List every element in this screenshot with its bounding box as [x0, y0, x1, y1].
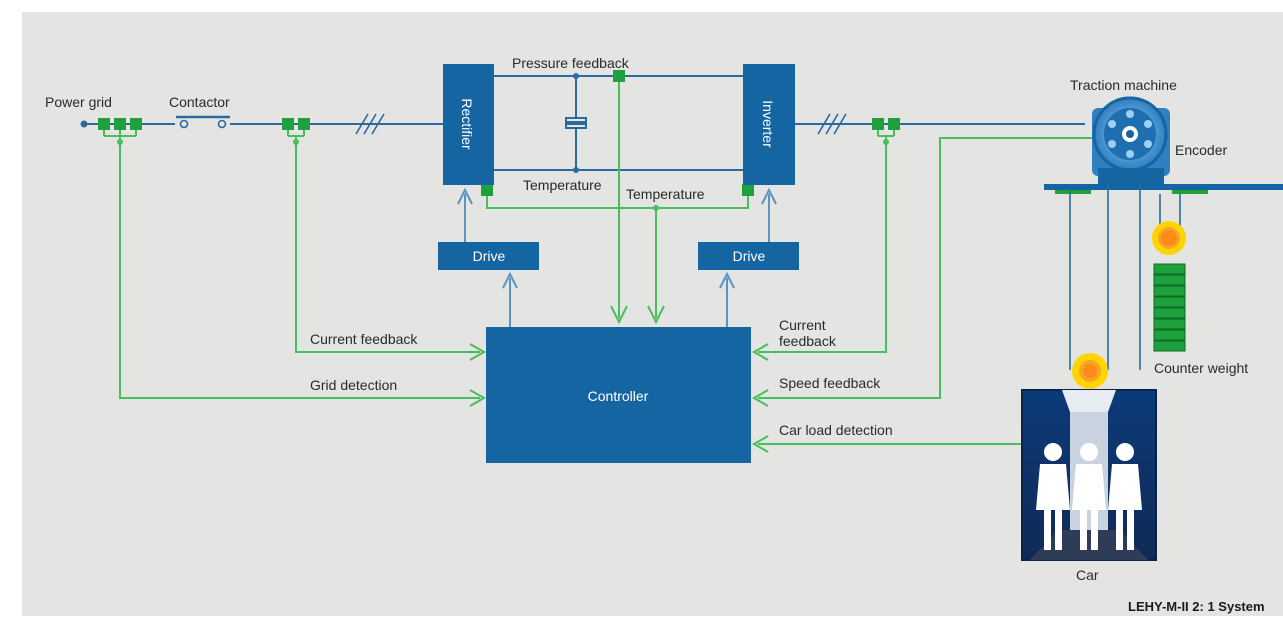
elevator-car-icon [1021, 389, 1157, 561]
power-grid-terminal [80, 120, 88, 128]
counterweight-pulley-icon [1152, 221, 1186, 255]
controller-label: Controller [588, 388, 649, 404]
drive-label-right: Drive [733, 248, 766, 264]
contactor-icon [176, 115, 230, 129]
traction-machine-label: Traction machine [1070, 77, 1177, 93]
drive-block-left [438, 242, 539, 270]
power-grid-label: Power grid [45, 94, 112, 110]
three-phase-mark-right [817, 113, 847, 135]
drive-label-left: Drive [473, 248, 506, 264]
temperature-label-left: Temperature [523, 177, 602, 193]
rectifier-label: Rectifier [459, 98, 475, 150]
sensor-blocks [98, 70, 900, 196]
current-feedback-label-right-1: Current [779, 317, 826, 333]
pressure-feedback-label: Pressure feedback [512, 55, 630, 71]
speed-feedback-label: Speed feedback [779, 375, 881, 391]
traction-machine-icon [1092, 96, 1170, 184]
grid-detection-label: Grid detection [310, 377, 397, 393]
current-feedback-label-left: Current feedback [310, 331, 418, 347]
capacitor-icon [565, 117, 587, 129]
signal-lines [103, 82, 1108, 445]
encoder-label: Encoder [1175, 142, 1227, 158]
current-feedback-label-right-2: feedback [779, 333, 837, 349]
inverter-block [743, 64, 795, 185]
counterweight-icon [1153, 263, 1186, 352]
temperature-label-right: Temperature [626, 186, 705, 202]
machine-beam [1044, 184, 1283, 190]
inverter-label: Inverter [760, 100, 776, 148]
drive-arrows [457, 187, 777, 327]
signal-arrowheads [469, 305, 769, 453]
car-label: Car [1076, 567, 1099, 583]
contactor-label: Contactor [169, 94, 230, 110]
car-pulley-icon [1072, 353, 1108, 389]
drive-block-right [698, 242, 799, 270]
footer-caption: LEHY-M-II 2: 1 System [1128, 599, 1265, 614]
controller-block [486, 327, 751, 463]
three-phase-mark-left [355, 113, 385, 135]
rectifier-block [443, 64, 494, 185]
counter-weight-label: Counter weight [1154, 360, 1248, 376]
car-load-detection-label: Car load detection [779, 422, 893, 438]
